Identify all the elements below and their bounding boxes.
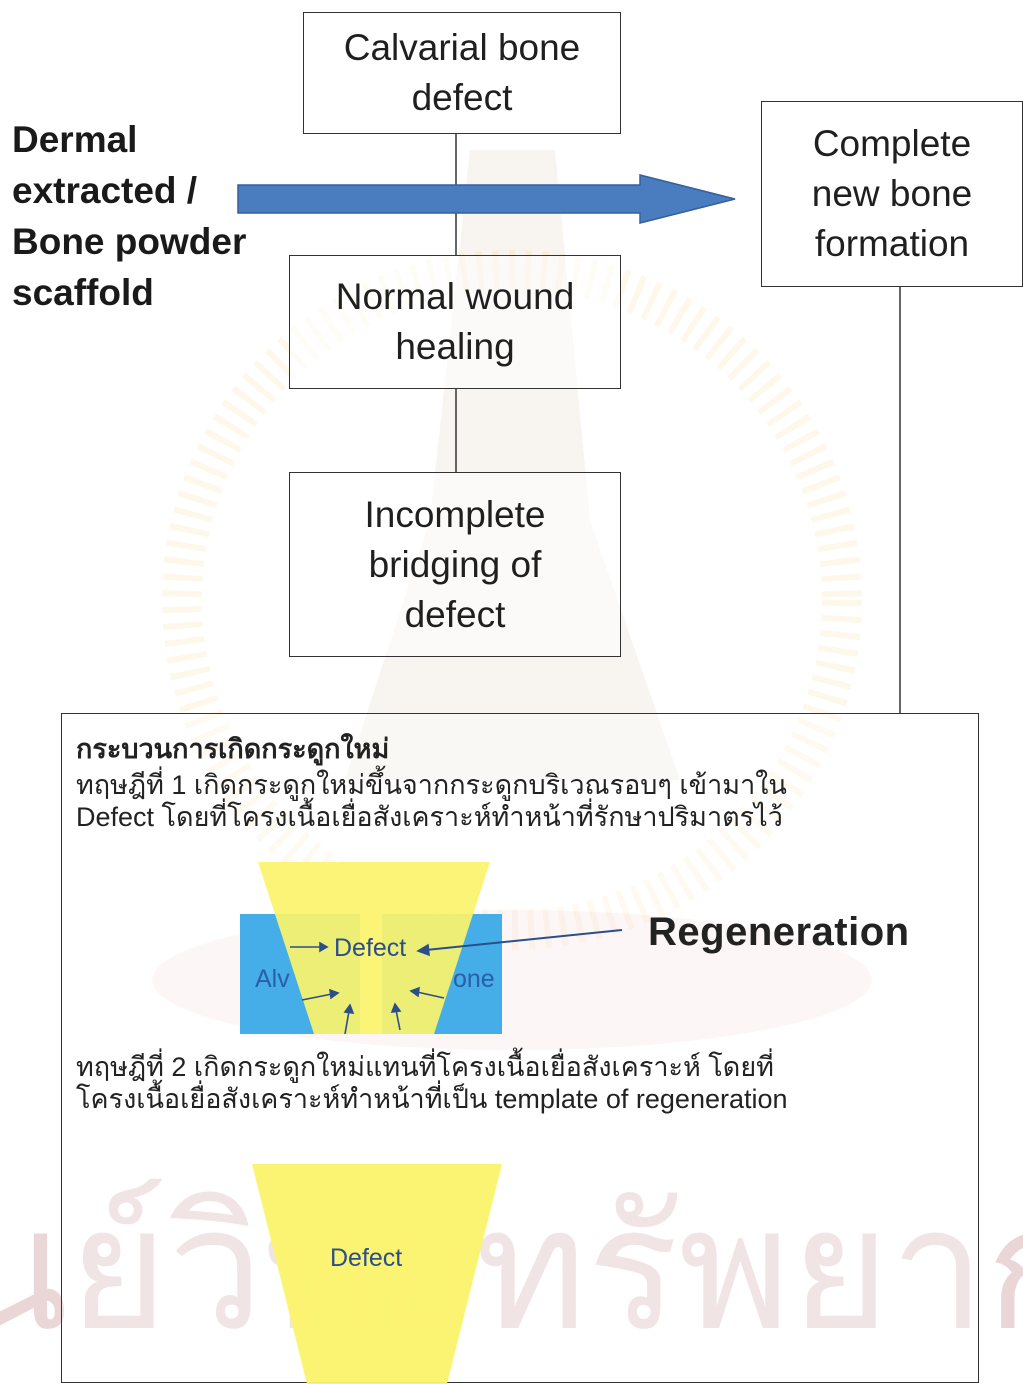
box-calvarial-line-1: Calvarial bone [344,23,581,73]
box-incomplete-line-1: Incomplete [365,490,546,540]
box-incomplete-bridging: Incomplete bridging of defect [289,472,621,657]
box-incomplete-line-2: bridging of [365,540,546,590]
box-complete-line-2: new bone [812,169,972,219]
scaffold-arrow [238,175,735,223]
template-illustration [62,714,980,1384]
box-calvarial-line-2: defect [344,73,581,123]
box-complete-new-bone: Complete new bone formation [761,101,1023,287]
scaffold-label-line-1: Dermal [12,114,302,165]
scaffold-label-line-3: Bone powder [12,216,302,267]
box-complete-line-3: formation [812,219,972,269]
scaffold-label-line-2: extracted / [12,165,302,216]
defect-label-2: Defect [330,1244,402,1273]
box-normal-line-2: healing [336,322,575,372]
box-complete-line-1: Complete [812,119,972,169]
theory-panel: กระบวนการเกิดกระดูกใหม่ ทฤษฎีที่ 1 เกิดก… [61,713,979,1383]
box-calvarial-bone-defect: Calvarial bone defect [303,12,621,134]
defect-trapezoid-2 [252,1164,502,1384]
scaffold-label: Dermal extracted / Bone powder scaffold [12,114,302,318]
box-incomplete-line-3: defect [365,590,546,640]
box-normal-wound-healing: Normal wound healing [289,255,621,389]
scaffold-label-line-4: scaffold [12,267,302,318]
box-normal-line-1: Normal wound [336,272,575,322]
